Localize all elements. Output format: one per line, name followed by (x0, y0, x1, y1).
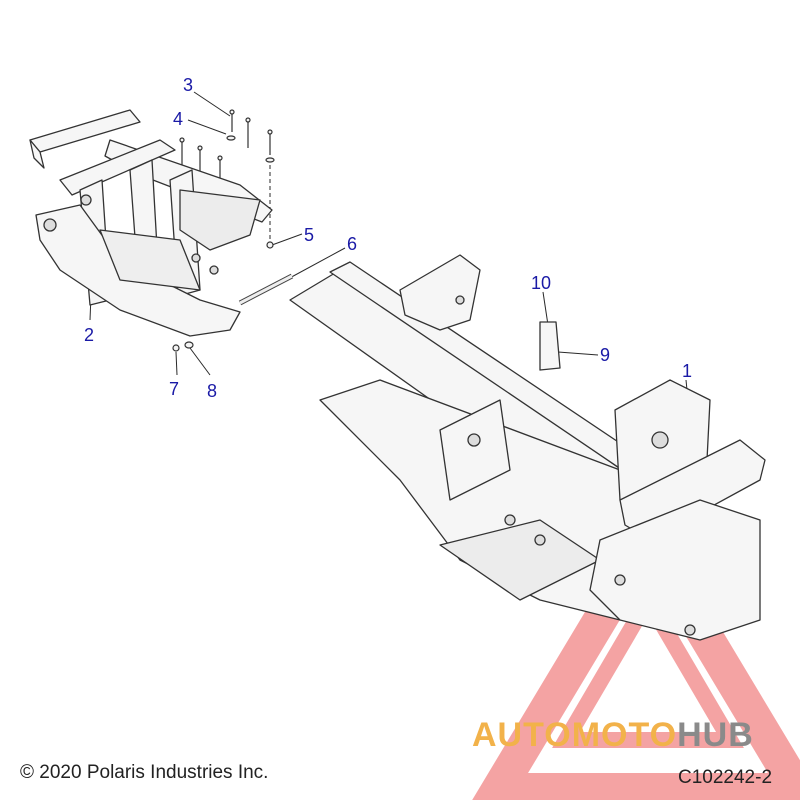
main-frame (289, 254, 766, 641)
diagram-code: C102242-2 (678, 767, 773, 788)
watermark-text-hub: HUB (677, 716, 754, 754)
hardware (172, 109, 294, 352)
rear-subframe (29, 109, 273, 337)
callout-6: 6 (347, 234, 358, 254)
callout-10: 10 (531, 273, 552, 293)
watermark-text-moto: MOTO (571, 716, 678, 754)
callout-5: 5 (304, 225, 315, 245)
watermark-text-auto: AUTO (472, 716, 572, 754)
callout-7: 7 (169, 379, 180, 399)
callout-3: 3 (183, 75, 194, 95)
callout-9: 9 (600, 345, 611, 365)
watermark-text: AUTOMOTOHUB (472, 718, 754, 752)
callout-8: 8 (207, 381, 218, 401)
callout-1: 1 (682, 361, 693, 381)
watermark-logo (472, 506, 800, 800)
callout-2: 2 (84, 325, 95, 345)
callout-4: 4 (173, 109, 184, 129)
copyright-text: © 2020 Polaris Industries Inc. (20, 762, 269, 783)
